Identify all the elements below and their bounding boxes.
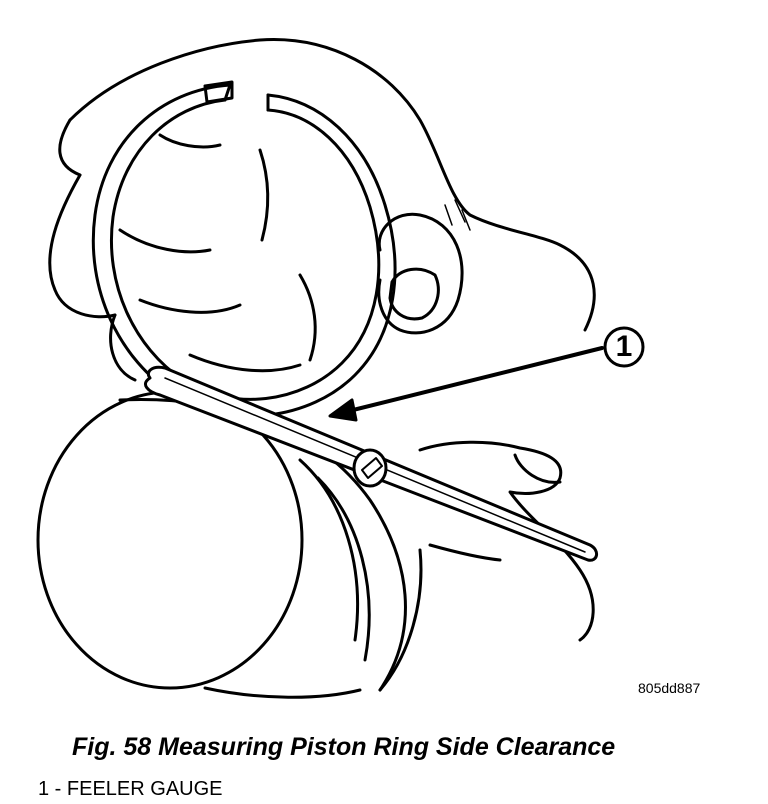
callout-arrowhead <box>328 398 358 422</box>
piston-ring-illustration <box>36 38 645 699</box>
callout-leader <box>343 346 604 414</box>
figure-caption: Fig. 58 Measuring Piston Ring Side Clear… <box>72 733 616 761</box>
piston-ring-inner <box>109 98 381 401</box>
diagram-figure: 1 805dd887 <box>36 38 701 699</box>
callout-circle <box>603 326 645 368</box>
callout-number: 1 <box>615 330 633 363</box>
image-code: 805dd887 <box>638 680 701 696</box>
gauge-pivot-hole <box>352 448 388 488</box>
lower-hand <box>418 440 595 642</box>
legend-item: 1 - FEELER GAUGE <box>38 778 223 800</box>
thumb <box>377 212 464 335</box>
upper-hand <box>68 38 596 332</box>
piston-crown <box>36 390 304 690</box>
piston-ring-outer <box>91 83 397 418</box>
